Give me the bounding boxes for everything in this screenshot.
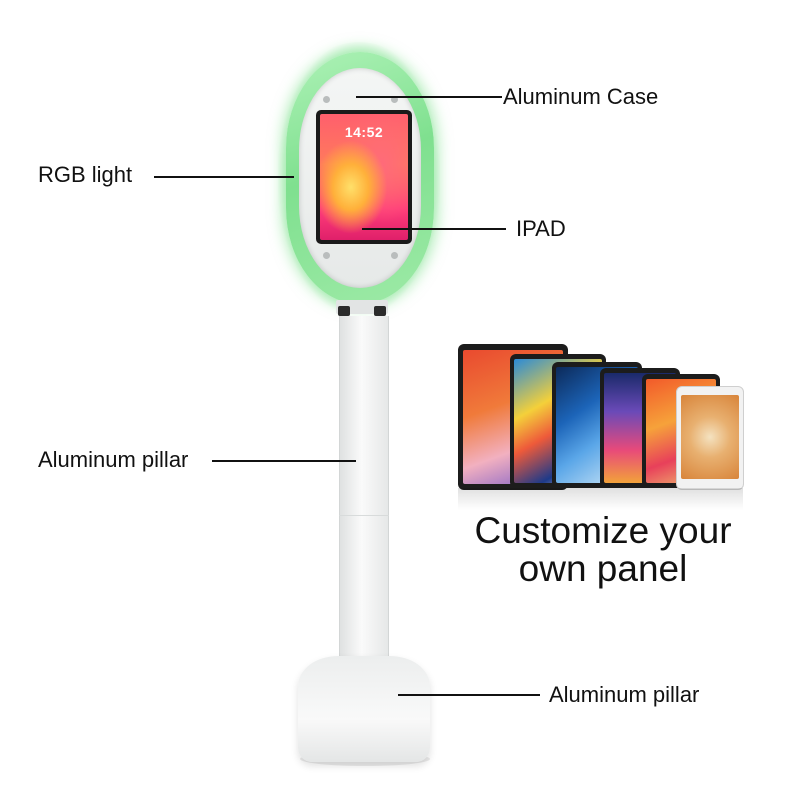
- label-rgb-light: RGB light: [38, 162, 133, 187]
- knob-icon: [374, 306, 386, 316]
- pillar-base: [298, 656, 430, 762]
- leader-rgb-light: [154, 176, 294, 178]
- ipad-screen: 14:52: [320, 114, 408, 240]
- caption-line-2: own panel: [518, 548, 688, 589]
- screw-icon: [391, 252, 398, 259]
- ipad-device: 14:52: [316, 110, 412, 244]
- customize-caption: Customize your own panel: [420, 512, 786, 588]
- leader-aluminum-pillar-mid: [212, 460, 356, 462]
- pillar-seam: [339, 515, 389, 516]
- leader-aluminum-pillar-base: [398, 694, 540, 696]
- tablet-6-screen: [681, 395, 739, 479]
- label-ipad: IPAD: [516, 216, 566, 241]
- label-aluminum-case: Aluminum Case: [503, 84, 659, 109]
- caption-line-1: Customize your: [474, 510, 732, 551]
- screw-icon: [323, 96, 330, 103]
- leader-ipad: [362, 228, 506, 230]
- tablet-6: [676, 386, 744, 490]
- leader-aluminum-case: [356, 96, 502, 98]
- screw-icon: [323, 252, 330, 259]
- label-aluminum-pillar-mid: Aluminum pillar: [38, 447, 189, 472]
- ipad-clock: 14:52: [344, 124, 384, 140]
- tablets-reflection: [458, 488, 743, 510]
- label-aluminum-pillar-base: Aluminum pillar: [549, 682, 700, 707]
- knob-icon: [338, 306, 350, 316]
- screw-icon: [391, 96, 398, 103]
